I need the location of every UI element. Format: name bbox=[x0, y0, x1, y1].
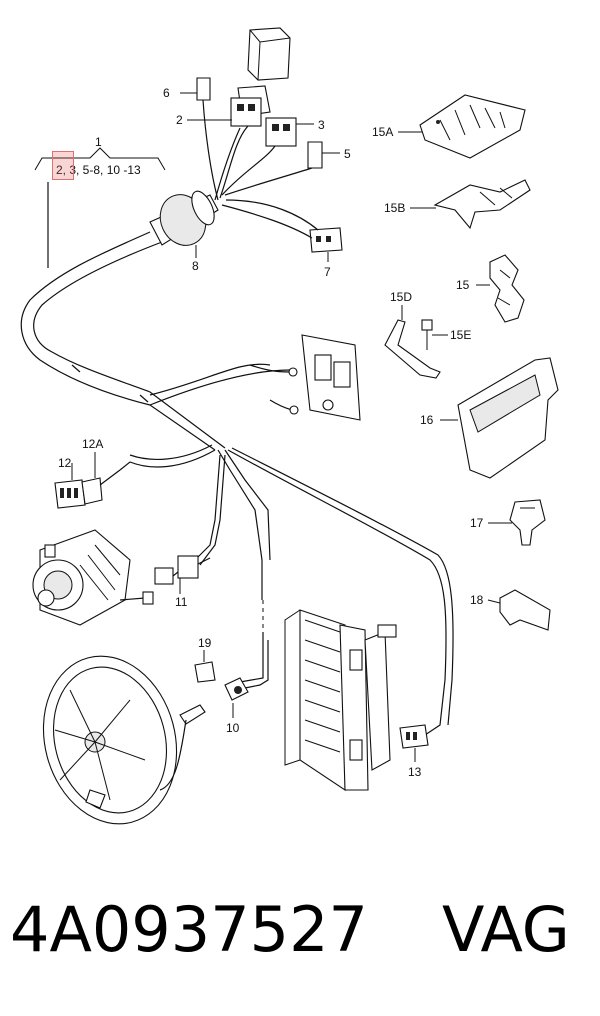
radiator-fan bbox=[42, 655, 206, 825]
callout-3-label: 3 bbox=[318, 118, 325, 132]
connector-11: 11 bbox=[154, 555, 211, 609]
part-number: 4A0937527 bbox=[10, 893, 368, 966]
callout-13-label: 13 bbox=[408, 765, 422, 779]
part-highlight-box bbox=[52, 151, 74, 180]
part-19: 19 bbox=[194, 636, 216, 683]
callout-7-label: 7 bbox=[324, 265, 331, 279]
part-15D-15E: 15D 15E bbox=[384, 290, 471, 379]
callout-12-label: 12 bbox=[58, 456, 72, 470]
connector-12: 12 12A bbox=[54, 437, 121, 509]
part-17: 17 bbox=[470, 499, 546, 546]
wiring-harness-diagram: 1 2, 3, 5-8, 10 -13 8 bbox=[20, 27, 559, 825]
callout-19-label: 19 bbox=[198, 636, 212, 650]
ground-bracket bbox=[249, 334, 361, 421]
part-15B: 15B bbox=[384, 179, 531, 230]
callout-labels-top: 6 2 3 5 7 bbox=[163, 86, 351, 279]
callout-15D-label: 15D bbox=[390, 290, 412, 304]
grommet-8: 8 bbox=[149, 190, 219, 273]
callout-2-label: 2 bbox=[176, 113, 183, 127]
callout-8-label: 8 bbox=[192, 259, 199, 273]
condenser bbox=[284, 609, 397, 792]
callout-6-label: 6 bbox=[163, 86, 170, 100]
connector-13: 13 bbox=[399, 724, 429, 779]
callout-1: 1 2, 3, 5-8, 10 -13 bbox=[34, 135, 166, 177]
ac-compressor bbox=[32, 529, 154, 626]
callout-12A-label: 12A bbox=[82, 437, 103, 451]
callout-5-label: 5 bbox=[344, 147, 351, 161]
part-15A: 15A bbox=[372, 94, 526, 159]
part-18: 18 bbox=[470, 589, 551, 631]
callout-17-label: 17 bbox=[470, 516, 484, 530]
callout-15A-label: 15A bbox=[372, 125, 393, 139]
callout-16-label: 16 bbox=[420, 413, 434, 427]
callout-1-label: 1 bbox=[95, 135, 102, 149]
callout-11-label: 11 bbox=[175, 595, 188, 609]
main-harness bbox=[20, 182, 454, 736]
brand-label: VAG bbox=[442, 893, 570, 966]
callout-15-label: 15 bbox=[456, 278, 470, 292]
part-16: 16 bbox=[420, 357, 559, 479]
callout-18-label: 18 bbox=[470, 593, 484, 607]
part-10: 10 bbox=[224, 677, 249, 735]
relay-group bbox=[196, 27, 343, 253]
callout-10-label: 10 bbox=[226, 721, 240, 735]
callout-1-sub-label: 2, 3, 5-8, 10 -13 bbox=[56, 163, 141, 177]
callout-15E-label: 15E bbox=[450, 328, 471, 342]
callout-15B-label: 15B bbox=[384, 201, 405, 215]
part-15: 15 bbox=[456, 254, 525, 323]
